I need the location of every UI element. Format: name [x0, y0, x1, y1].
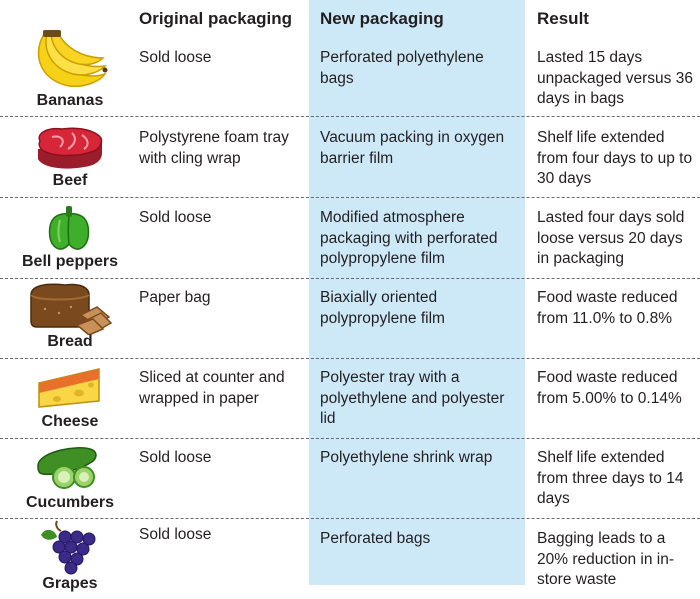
- row-separator: [0, 197, 700, 198]
- original-packaging-cell: Polystyrene foam tray with cling wrap: [139, 129, 289, 167]
- food-name: Bread: [47, 333, 93, 350]
- table-row-beef: Beef Polystyrene foam tray with cling wr…: [0, 117, 700, 197]
- food-name: Grapes: [42, 575, 98, 592]
- result-cell: Shelf life extended from three days to 1…: [537, 449, 684, 507]
- table-row-bell-peppers: Bell peppers Sold loose Modified atmosph…: [0, 198, 700, 278]
- new-packaging-column-highlight: [309, 0, 525, 585]
- result-cell: Food waste reduced from 11.0% to 0.8%: [537, 289, 678, 327]
- original-packaging-cell: Sold loose: [139, 209, 212, 226]
- bananas-icon: [10, 30, 128, 88]
- new-packaging-cell: Polyester tray with a polyethylene and p…: [320, 369, 505, 427]
- table-row-cheese: Cheese Sliced at counter and wrapped in …: [0, 359, 700, 438]
- food-name: Bananas: [36, 92, 104, 109]
- row-separator: [0, 518, 700, 519]
- cheese-icon: [10, 365, 128, 415]
- original-packaging-cell: Sliced at counter and wrapped in paper: [139, 369, 285, 407]
- beef-icon: [10, 125, 128, 175]
- row-separator: [0, 116, 700, 117]
- food-name: Bell peppers: [21, 253, 119, 270]
- row-separator: [0, 278, 700, 279]
- food-name: Cheese: [41, 413, 99, 430]
- table-row-bananas: Bananas Sold loose Perforated polyethyle…: [0, 28, 700, 116]
- bell-pepper-icon: [10, 204, 128, 254]
- food-name: Cucumbers: [25, 494, 115, 511]
- grapes-icon: [10, 519, 128, 575]
- result-cell: Lasted four days sold loose versus 20 da…: [537, 209, 685, 267]
- new-packaging-cell: Biaxially oriented polypropylene film: [320, 289, 445, 327]
- header-result: Result: [537, 9, 589, 28]
- row-separator: [0, 358, 700, 359]
- original-packaging-cell: Sold loose: [139, 49, 212, 66]
- header-original-packaging: Original packaging: [139, 9, 293, 28]
- table-row-grapes: Grapes Sold loose Perforated bags Baggin…: [0, 519, 700, 599]
- row-separator: [0, 438, 700, 439]
- table-row-cucumbers: Cucumbers Sold loose Polyethylene shrink…: [0, 439, 700, 518]
- result-cell: Shelf life extended from four days to up…: [537, 129, 693, 187]
- new-packaging-cell: Polyethylene shrink wrap: [320, 449, 493, 466]
- header-new-packaging: New packaging: [320, 9, 444, 28]
- new-packaging-cell: Modified atmosphere packaging with perfo…: [320, 209, 498, 267]
- original-packaging-cell: Sold loose: [139, 449, 212, 466]
- original-packaging-cell: Sold loose: [139, 526, 212, 543]
- bread-icon: [10, 281, 128, 335]
- cucumber-icon: [10, 443, 128, 493]
- table-row-bread: Bread Paper bag Biaxially oriented polyp…: [0, 279, 700, 358]
- new-packaging-cell: Vacuum packing in oxygen barrier film: [320, 129, 505, 167]
- result-cell: Bagging leads to a 20% reduction in in-s…: [537, 530, 674, 588]
- result-cell: Lasted 15 days unpackaged versus 36 days…: [537, 49, 693, 107]
- original-packaging-cell: Paper bag: [139, 289, 211, 306]
- food-name: Beef: [52, 172, 88, 189]
- result-cell: Food waste reduced from 5.00% to 0.14%: [537, 369, 682, 407]
- new-packaging-cell: Perforated polyethylene bags: [320, 49, 484, 87]
- new-packaging-cell: Perforated bags: [320, 530, 431, 547]
